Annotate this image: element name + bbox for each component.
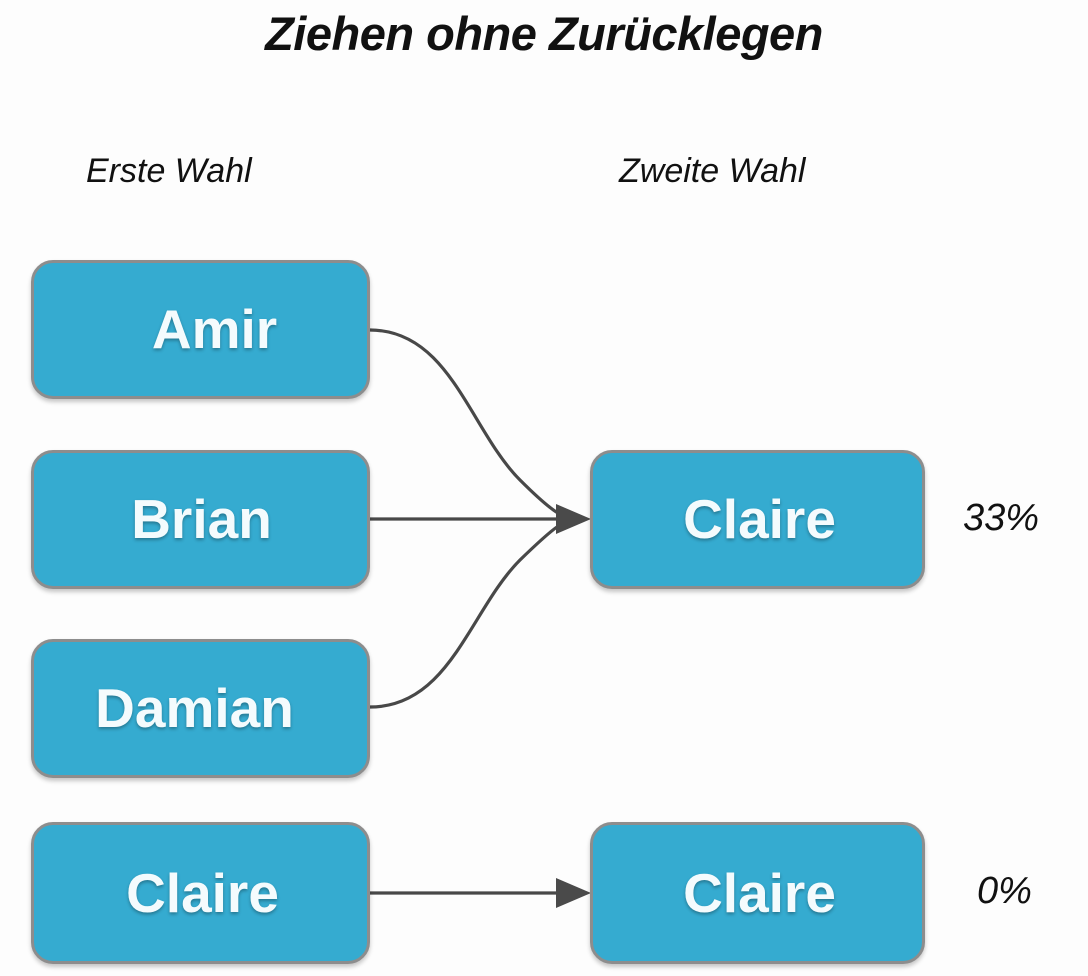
node-first-choice-damian[interactable]: Damian (31, 639, 370, 778)
edge-damian-to-claire (369, 517, 579, 709)
edge-amir-to-claire (369, 328, 579, 521)
node-first-choice-amir[interactable]: Amir (31, 260, 370, 399)
arrow-head-claire-bottom (556, 878, 591, 908)
node-label: Brian (131, 488, 272, 550)
node-label: Damian (95, 677, 294, 739)
arrow-head-claire-top (556, 504, 591, 534)
node-first-choice-brian[interactable]: Brian (31, 450, 370, 589)
node-second-choice-claire-top[interactable]: Claire (590, 450, 925, 589)
column-header-second-choice: Zweite Wahl (619, 152, 806, 190)
node-label: Amir (151, 298, 278, 360)
node-label: Claire (683, 861, 836, 924)
column-header-first-choice: Erste Wahl (86, 152, 252, 190)
node-label: Claire (126, 861, 279, 924)
page-title: Ziehen ohne Zurücklegen (265, 7, 823, 60)
node-first-choice-claire[interactable]: Claire (31, 822, 370, 964)
probability-label-bottom: 0% (977, 870, 1032, 912)
node-second-choice-claire-bottom[interactable]: Claire (590, 822, 925, 964)
probability-label-top: 33% (963, 497, 1040, 539)
node-label: Claire (683, 488, 836, 550)
